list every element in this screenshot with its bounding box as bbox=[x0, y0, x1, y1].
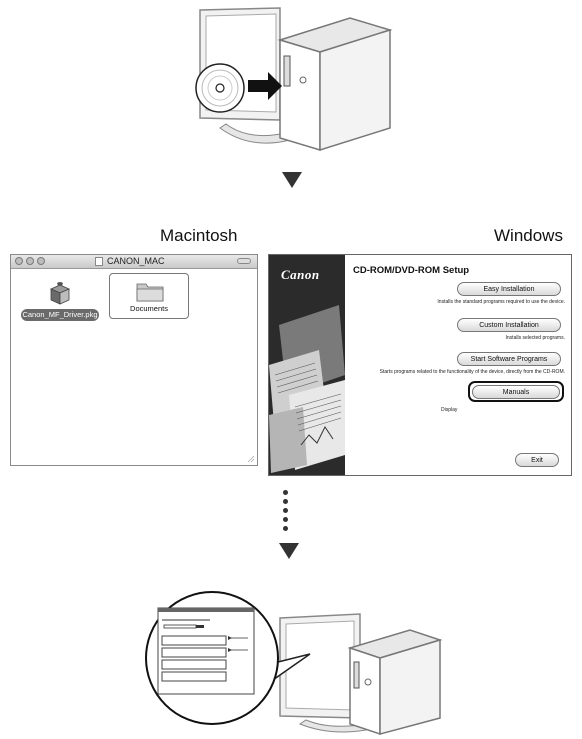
custom-installation-button[interactable]: Custom Installation bbox=[457, 318, 561, 332]
zoom-window-button[interactable] bbox=[37, 257, 45, 265]
manuals-button[interactable]: Manuals bbox=[472, 385, 560, 399]
manual-screen-illustration bbox=[145, 591, 443, 736]
windows-setup-window: Canon CD-ROM/DVD-ROM Setup Easy Installa… bbox=[268, 254, 572, 476]
manuals-description: Display bbox=[441, 407, 458, 413]
mac-titlebar: CANON_MAC bbox=[11, 255, 257, 269]
exit-button[interactable]: Exit bbox=[515, 453, 559, 467]
dot bbox=[283, 499, 288, 504]
minimize-window-button[interactable] bbox=[26, 257, 34, 265]
file-name-label: Canon_MF_Driver.pkg bbox=[21, 309, 99, 321]
disc-volume-icon bbox=[95, 257, 103, 266]
dot bbox=[283, 508, 288, 513]
setup-sidebar-banner: Canon bbox=[269, 255, 345, 475]
dot bbox=[283, 526, 288, 531]
dot bbox=[283, 490, 288, 495]
custom-installation-description: Installs selected programs. bbox=[505, 335, 565, 341]
documents-collage-image bbox=[269, 305, 345, 473]
cd-disc-icon bbox=[195, 63, 245, 113]
toolbar-toggle-button[interactable] bbox=[237, 258, 251, 264]
setup-title: CD-ROM/DVD-ROM Setup bbox=[353, 265, 470, 276]
file-name-label: Documents bbox=[130, 304, 168, 313]
resize-grip-icon[interactable] bbox=[247, 455, 255, 463]
package-icon bbox=[50, 282, 70, 305]
down-arrow-icon bbox=[279, 543, 299, 559]
close-window-button[interactable] bbox=[15, 257, 23, 265]
manuals-highlight-frame bbox=[468, 381, 564, 402]
file-item-driver-pkg[interactable]: Canon_MF_Driver.pkg bbox=[21, 275, 99, 323]
canon-logo: Canon bbox=[281, 267, 320, 282]
computer-tower-icon bbox=[347, 629, 443, 736]
down-arrow-icon bbox=[282, 172, 302, 188]
easy-installation-button[interactable]: Easy Installation bbox=[457, 282, 561, 296]
easy-installation-description: Installs the standard programs required … bbox=[437, 299, 565, 305]
macintosh-label: Macintosh bbox=[160, 226, 238, 245]
mac-finder-window: CANON_MAC Canon_MF_Driver.pkg Documents bbox=[10, 254, 258, 466]
computer-tower-icon bbox=[277, 17, 393, 152]
start-software-description: Starts programs related to the functiona… bbox=[379, 369, 565, 375]
windows-label: Windows bbox=[494, 226, 563, 245]
insert-arrow-icon bbox=[248, 72, 282, 100]
start-software-programs-button[interactable]: Start Software Programs bbox=[457, 352, 561, 366]
zoom-magnifier-icon bbox=[145, 591, 311, 725]
file-item-documents-folder[interactable]: Documents bbox=[109, 273, 189, 319]
mac-window-title: CANON_MAC bbox=[107, 256, 165, 266]
folder-icon bbox=[136, 283, 164, 302]
dot bbox=[283, 517, 288, 522]
insert-cd-illustration bbox=[195, 7, 393, 152]
progress-dots bbox=[283, 490, 288, 535]
